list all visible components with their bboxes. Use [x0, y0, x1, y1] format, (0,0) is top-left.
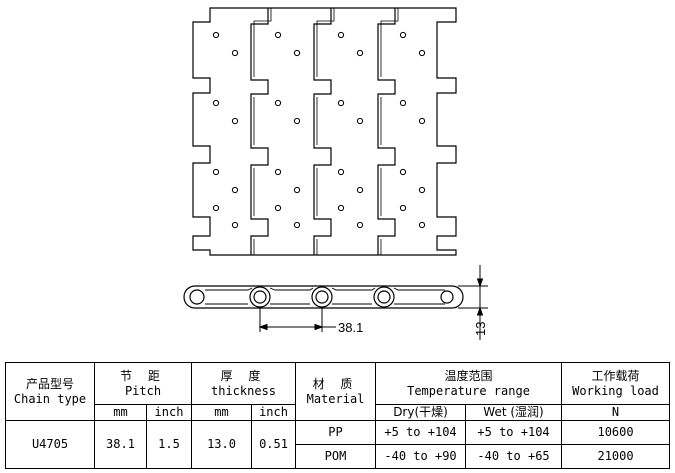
- mounting-hole: [212, 204, 220, 212]
- pin-1-inner: [253, 290, 267, 304]
- pin-2: [311, 286, 333, 308]
- mounting-hole: [337, 31, 345, 39]
- mounting-hole: [231, 117, 239, 125]
- cell-material: PP: [295, 420, 377, 445]
- mounting-hole: [418, 186, 426, 194]
- pin-end-right: [440, 290, 454, 304]
- unit-thickness-mm: mm: [191, 404, 253, 421]
- cell-working-load: 21000: [561, 444, 671, 469]
- mounting-hole: [293, 221, 301, 229]
- cell-dry-range: -40 to +90: [375, 444, 467, 469]
- header-pitch-en: Pitch: [124, 383, 162, 398]
- thickness-dimension-label: 13: [473, 322, 488, 336]
- header-material-en: Material: [306, 391, 365, 406]
- cell-thickness-mm: 13.0: [191, 420, 253, 469]
- cell-wet-range: +5 to +104: [465, 420, 563, 445]
- header-temperature-en: Temperature range: [407, 383, 530, 398]
- cell-working-load: 10600: [561, 420, 671, 445]
- header-chain-type-cn: 产品型号: [25, 376, 74, 391]
- chain-holes: [212, 31, 426, 229]
- cell-thickness-inch: 0.51: [251, 420, 297, 469]
- mounting-hole: [337, 99, 345, 107]
- mounting-hole: [399, 168, 407, 176]
- header-pitch: 节 距 Pitch: [93, 362, 193, 405]
- mounting-hole: [231, 186, 239, 194]
- mounting-hole: [356, 117, 364, 125]
- unit-pitch-inch: inch: [145, 404, 193, 421]
- pin-end-left: [189, 289, 205, 305]
- mounting-hole: [212, 99, 220, 107]
- header-temperature: 温度范围 Temperature range: [375, 362, 563, 405]
- table-row: POM -40 to +90 -40 to +65 21000: [6, 444, 671, 469]
- mounting-hole: [212, 31, 220, 39]
- mounting-hole: [356, 49, 364, 57]
- header-material-cn: 材 质: [312, 376, 359, 391]
- link-divider-1: [250, 8, 269, 255]
- mounting-hole: [399, 99, 407, 107]
- header-thickness-en: thickness: [211, 383, 277, 398]
- cell-pitch-inch: 1.5: [145, 420, 193, 469]
- mounting-hole: [293, 186, 301, 194]
- unit-thickness-inch: inch: [251, 404, 297, 421]
- side-view-pins: [189, 286, 454, 308]
- mounting-hole: [418, 49, 426, 57]
- chain-technical-drawing: 38.1 13: [183, 7, 488, 340]
- chain-top-view: [192, 7, 457, 256]
- pitch-dimension: 38.1: [258, 308, 363, 335]
- unit-load-n: N: [561, 404, 671, 421]
- mounting-hole: [274, 168, 282, 176]
- mounting-hole: [293, 49, 301, 57]
- link-divider-2: [313, 8, 332, 255]
- header-temperature-cn: 温度范围: [444, 368, 493, 383]
- mounting-hole: [356, 221, 364, 229]
- mounting-hole: [212, 168, 220, 176]
- cell-wet-range: -40 to +65: [465, 444, 563, 469]
- header-chain-type: 产品型号 Chain type: [5, 362, 95, 421]
- mounting-hole: [337, 204, 345, 212]
- header-dry: Dry(干燥): [375, 404, 467, 421]
- header-thickness: 厚 度 thickness: [191, 362, 297, 405]
- side-profile-inner: [205, 287, 445, 305]
- link-divider-1-shadow: [253, 8, 272, 255]
- header-working-load: 工作载荷 Working load: [561, 362, 671, 405]
- unit-pitch-mm: mm: [94, 404, 147, 421]
- mounting-hole: [293, 117, 301, 125]
- cell-pitch-mm: 38.1: [94, 420, 147, 469]
- chain-side-view: [183, 285, 464, 309]
- table-row: U4705 38.1 1.5 13.0 0.51 PP +5 to +104 +…: [5, 420, 671, 469]
- header-pitch-cn: 节 距: [120, 368, 166, 383]
- header-material: 材 质 Material: [295, 362, 377, 421]
- mounting-hole: [418, 117, 426, 125]
- mounting-hole: [356, 186, 364, 194]
- link-divider-3-shadow: [380, 8, 399, 255]
- spec-table: 产品型号 Chain type 节 距 Pitch 厚 度 thickness …: [5, 362, 671, 469]
- header-working-load-en: Working load: [572, 383, 659, 398]
- mounting-hole: [231, 49, 239, 57]
- mounting-hole: [418, 221, 426, 229]
- mounting-hole: [274, 99, 282, 107]
- link-divider-3: [377, 8, 396, 255]
- mounting-hole: [399, 204, 407, 212]
- chain-outline: [192, 7, 457, 256]
- cell-dry-range: +5 to +104: [375, 420, 467, 445]
- header-wet: Wet (湿润): [465, 404, 563, 421]
- mounting-hole: [337, 168, 345, 176]
- mounting-hole: [231, 221, 239, 229]
- header-thickness-cn: 厚 度: [220, 368, 267, 383]
- mounting-hole: [399, 31, 407, 39]
- pin-1: [249, 286, 271, 308]
- pin-2-inner: [315, 290, 329, 304]
- mounting-hole: [274, 204, 282, 212]
- side-profile: [183, 285, 464, 309]
- cell-model: U4705: [5, 420, 95, 469]
- header-chain-type-en: Chain type: [13, 391, 87, 406]
- pin-3: [373, 286, 395, 308]
- pin-3-inner: [377, 290, 391, 304]
- cell-material: POM: [295, 444, 377, 469]
- pitch-dimension-label: 38.1: [338, 320, 363, 335]
- link-divider-2-shadow: [316, 8, 335, 255]
- thickness-dimension: 13: [458, 265, 488, 340]
- header-working-load-cn: 工作载荷: [591, 368, 640, 383]
- mounting-hole: [274, 31, 282, 39]
